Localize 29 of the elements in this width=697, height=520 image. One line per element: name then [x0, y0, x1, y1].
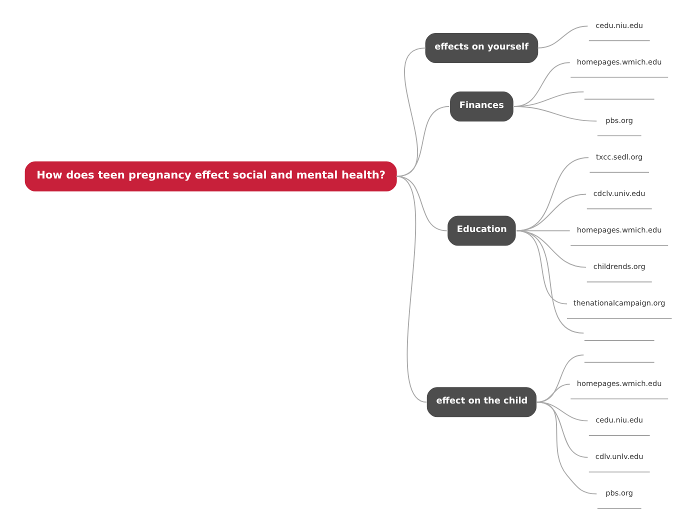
- node-text: childrends.org: [593, 262, 646, 272]
- node-box: How does teen pregnancy effect social and mental health?: [24, 161, 397, 192]
- node-line: [584, 340, 655, 341]
- connector: [537, 26, 588, 48]
- node-text: pbs.org: [606, 488, 634, 498]
- connector: [396, 176, 427, 403]
- node-text: thenationalcampaign.org: [573, 298, 666, 308]
- node-text: cdlv.unlv.edu: [595, 452, 644, 462]
- node-text: homepages.wmich.edu: [576, 226, 662, 235]
- node-line: [584, 362, 655, 363]
- node-text: cedu.niu.edu: [596, 20, 644, 30]
- connector: [514, 106, 598, 122]
- connector: [536, 402, 598, 494]
- node-text: homepages.wmich.edu: [576, 57, 662, 66]
- node-text: homepages.wmich.edu: [576, 379, 662, 388]
- connector: [516, 157, 589, 232]
- node-box: Finances: [450, 91, 514, 122]
- node-line: [584, 98, 655, 100]
- node-text: pbs.org: [606, 116, 634, 125]
- node-box: effects on yourself: [425, 33, 538, 64]
- node-text: cedu.niu.edu: [596, 416, 644, 425]
- node-box: Education: [448, 216, 516, 246]
- connector: [516, 194, 587, 232]
- connector: [516, 230, 584, 334]
- node-box: effect on the child: [426, 387, 537, 418]
- node-text: cdclv.univ.edu: [593, 189, 646, 198]
- connector: [516, 230, 587, 268]
- node-text: txcc.sedl.org: [596, 152, 643, 162]
- connector: [396, 106, 450, 177]
